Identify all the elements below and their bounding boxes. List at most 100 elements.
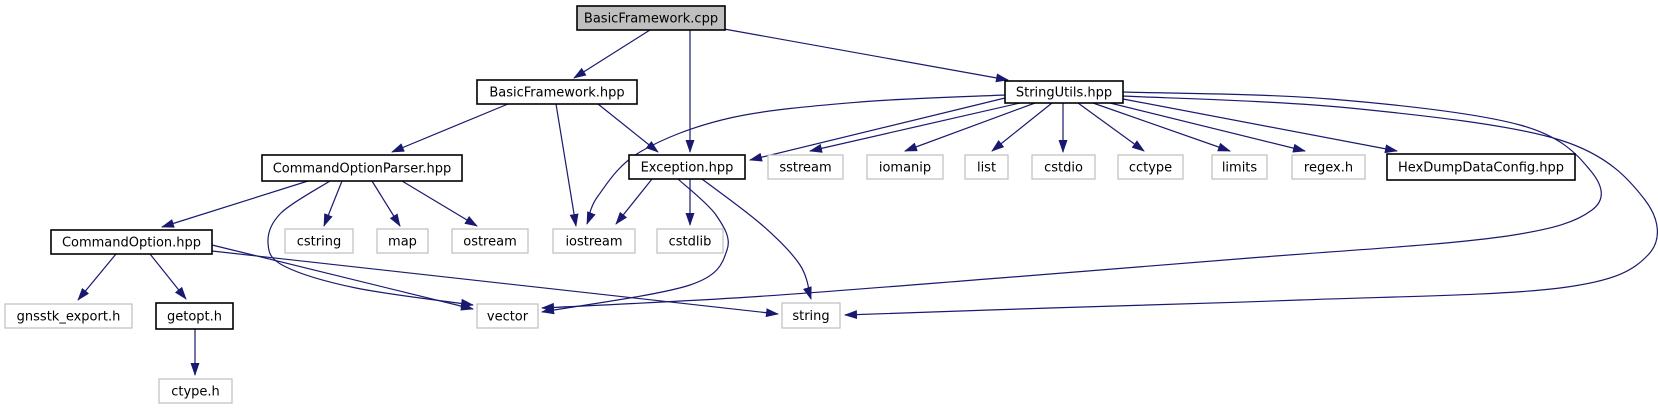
node-ostream: ostream (451, 228, 529, 254)
node-gnsstk-export-h: gnsstk_export.h (4, 303, 133, 329)
node-label-cctype: cctype (1129, 161, 1172, 176)
node-label-string: string (792, 309, 829, 324)
node-cstring: cstring (284, 228, 354, 254)
edge-commandoptionparser-hpp-to-cstring (323, 180, 343, 227)
edges-layer (77, 28, 1658, 376)
node-hexdumpdataconfig-hpp[interactable]: HexDumpDataConfig.hpp (1386, 153, 1576, 181)
node-label-exception-hpp: Exception.hpp (641, 161, 734, 176)
node-box-limits (1211, 154, 1268, 180)
edge-basicframework-hpp-to-commandoptionparser-hpp (391, 103, 509, 153)
edge-stringutils-hpp-to-limits (1092, 102, 1231, 152)
node-box-basicframework-hpp (476, 79, 638, 105)
node-label-hexdumpdataconfig-hpp: HexDumpDataConfig.hpp (1398, 161, 1564, 176)
edge-stringutils-hpp-to-list (991, 102, 1053, 152)
edge-stringutils-hpp-to-regex-h (1109, 102, 1306, 153)
node-label-commandoptionparser-hpp: CommandOptionParser.hpp (273, 162, 452, 177)
node-box-vector (476, 303, 539, 329)
node-label-ctype-h: ctype.h (171, 385, 220, 400)
node-label-map: map (388, 235, 417, 250)
node-box-cstdlib (656, 228, 724, 254)
node-label-sstream: sstream (779, 161, 831, 176)
node-label-iomanip: iomanip (879, 161, 931, 176)
node-box-map (376, 228, 429, 254)
node-label-cstdio: cstdio (1044, 161, 1083, 176)
node-stringutils-hpp[interactable]: StringUtils.hpp (1004, 80, 1124, 104)
node-box-commandoptionparser-hpp (261, 154, 463, 182)
node-iomanip: iomanip (866, 154, 944, 180)
node-box-regex-h (1291, 154, 1366, 180)
node-box-basicframework-cpp (576, 5, 726, 31)
node-label-basicframework-hpp: BasicFramework.hpp (489, 86, 624, 101)
node-box-cctype (1117, 154, 1184, 180)
edge-commandoptionparser-hpp-to-map (371, 180, 401, 227)
node-label-basicframework-cpp: BasicFramework.cpp (584, 12, 718, 27)
edge-basicframework-cpp-to-stringutils-hpp (723, 28, 1009, 83)
node-box-getopt-h (155, 302, 234, 330)
edge-stringutils-hpp-to-vector (541, 91, 1602, 312)
node-basicframework-cpp: BasicFramework.cpp (576, 5, 726, 31)
node-cctype: cctype (1117, 154, 1184, 180)
edge-commandoption-hpp-to-vector (211, 244, 474, 311)
node-regex-h: regex.h (1291, 154, 1366, 180)
node-box-iostream (552, 228, 636, 254)
node-label-vector: vector (487, 310, 529, 325)
node-box-ostream (451, 228, 529, 254)
node-label-iostream: iostream (565, 235, 622, 250)
edge-basicframework-hpp-to-iostream (555, 103, 579, 227)
node-label-regex-h: regex.h (1304, 161, 1353, 176)
node-iostream: iostream (552, 228, 636, 254)
edge-exception-hpp-to-iostream (615, 178, 653, 225)
edge-basicframework-cpp-to-basicframework-hpp (573, 29, 651, 79)
edge-stringutils-hpp-to-iostream (586, 94, 1006, 225)
node-label-cstring: cstring (297, 235, 341, 250)
node-label-limits: limits (1222, 161, 1258, 176)
node-label-stringutils-hpp: StringUtils.hpp (1016, 86, 1112, 101)
node-cstdio: cstdio (1031, 154, 1096, 180)
edge-stringutils-hpp-to-sstream (809, 102, 1021, 153)
edge-stringutils-hpp-to-hexdumpdataconfig-hpp (1122, 98, 1398, 154)
node-box-commandoption-hpp (50, 229, 213, 255)
node-box-cstring (284, 228, 354, 254)
node-list: list (964, 154, 1009, 180)
node-box-gnsstk-export-h (4, 303, 133, 329)
edge-commandoption-hpp-to-getopt-h (149, 253, 187, 300)
edge-basicframework-hpp-to-exception-hpp (597, 103, 659, 153)
node-commandoption-hpp[interactable]: CommandOption.hpp (50, 229, 213, 255)
node-box-ctype-h (158, 378, 233, 404)
node-box-exception-hpp (628, 154, 746, 180)
node-box-iomanip (866, 154, 944, 180)
node-box-string (781, 302, 841, 329)
node-limits: limits (1211, 154, 1268, 180)
node-box-hexdumpdataconfig-hpp (1386, 153, 1576, 181)
node-exception-hpp[interactable]: Exception.hpp (628, 154, 746, 180)
node-label-list: list (977, 161, 996, 176)
edge-exception-hpp-to-string (701, 178, 812, 300)
node-box-cstdio (1031, 154, 1096, 180)
node-vector: vector (476, 303, 539, 329)
edge-commandoptionparser-hpp-to-ostream (401, 180, 478, 227)
edge-stringutils-hpp-to-cctype (1077, 102, 1145, 152)
edge-stringutils-hpp-to-iomanip (904, 102, 1036, 152)
node-basicframework-hpp[interactable]: BasicFramework.hpp (476, 79, 638, 105)
node-getopt-h[interactable]: getopt.h (155, 302, 234, 330)
node-box-sstream (767, 154, 844, 180)
node-string: string (781, 302, 841, 329)
edge-stringutils-hpp-to-exception-hpp (749, 97, 1006, 162)
node-box-list (964, 154, 1009, 180)
node-label-cstdlib: cstdlib (669, 235, 712, 250)
node-ctype-h: ctype.h (158, 378, 233, 404)
node-map: map (376, 228, 429, 254)
node-label-commandoption-hpp: CommandOption.hpp (62, 236, 201, 251)
node-cstdlib: cstdlib (656, 228, 724, 254)
edge-commandoption-hpp-to-string (211, 250, 779, 318)
node-label-ostream: ostream (463, 235, 517, 250)
edge-exception-hpp-to-vector (541, 178, 729, 315)
node-box-stringutils-hpp (1004, 80, 1124, 104)
node-commandoptionparser-hpp[interactable]: CommandOptionParser.hpp (261, 154, 463, 182)
edge-commandoptionparser-hpp-to-commandoption-hpp (161, 180, 309, 228)
edge-commandoption-hpp-to-gnsstk-export-h (77, 253, 117, 301)
edge-stringutils-hpp-to-string (844, 95, 1658, 320)
